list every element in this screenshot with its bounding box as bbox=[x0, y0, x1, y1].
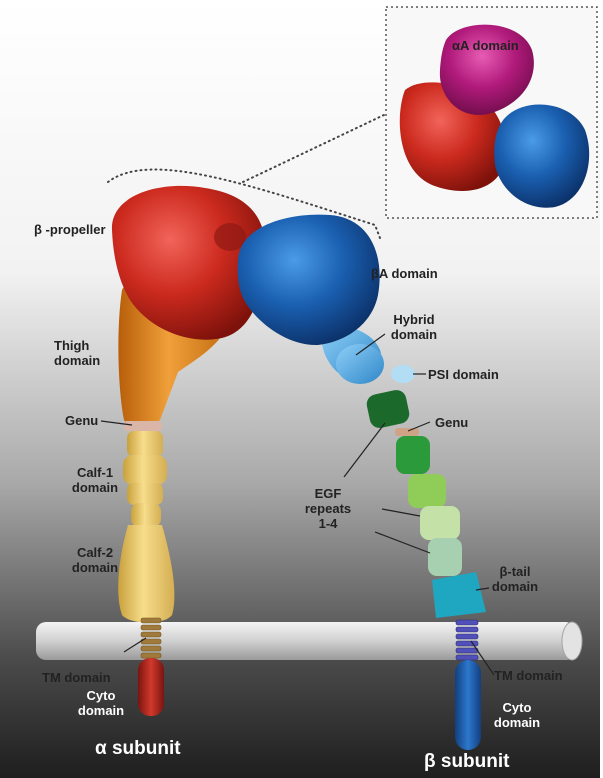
calf1-domain-label: Calf-1 domain bbox=[70, 465, 120, 495]
alpha-a-domain-label: αA domain bbox=[452, 38, 519, 53]
tm-domain-beta-label: TM domain bbox=[494, 668, 563, 683]
genu-beta-label: Genu bbox=[435, 415, 468, 430]
cell-membrane bbox=[36, 622, 582, 660]
hybrid-domain-label: Hybrid domain bbox=[387, 312, 441, 342]
alpha-subunit-label: α subunit bbox=[95, 738, 181, 760]
calf2-domain-label: Calf-2 domain bbox=[70, 545, 120, 575]
tm-domain-alpha-label: TM domain bbox=[42, 670, 111, 685]
psi-domain-label: PSI domain bbox=[428, 367, 499, 382]
thigh-domain-label: Thigh domain bbox=[54, 338, 100, 368]
cyto-domain-alpha-label: Cyto domain bbox=[72, 688, 130, 718]
egf-repeats-label: EGF repeats 1-4 bbox=[298, 486, 358, 531]
beta-propeller-label: β -propeller bbox=[34, 222, 106, 237]
cyto-domain-beta-label: Cyto domain bbox=[488, 700, 546, 730]
beta-subunit-label: β subunit bbox=[424, 751, 509, 773]
beta-a-domain-label: βA domain bbox=[371, 266, 438, 281]
genu-alpha-label: Genu bbox=[65, 413, 98, 428]
beta-tail-domain-label: β-tail domain bbox=[490, 564, 540, 594]
